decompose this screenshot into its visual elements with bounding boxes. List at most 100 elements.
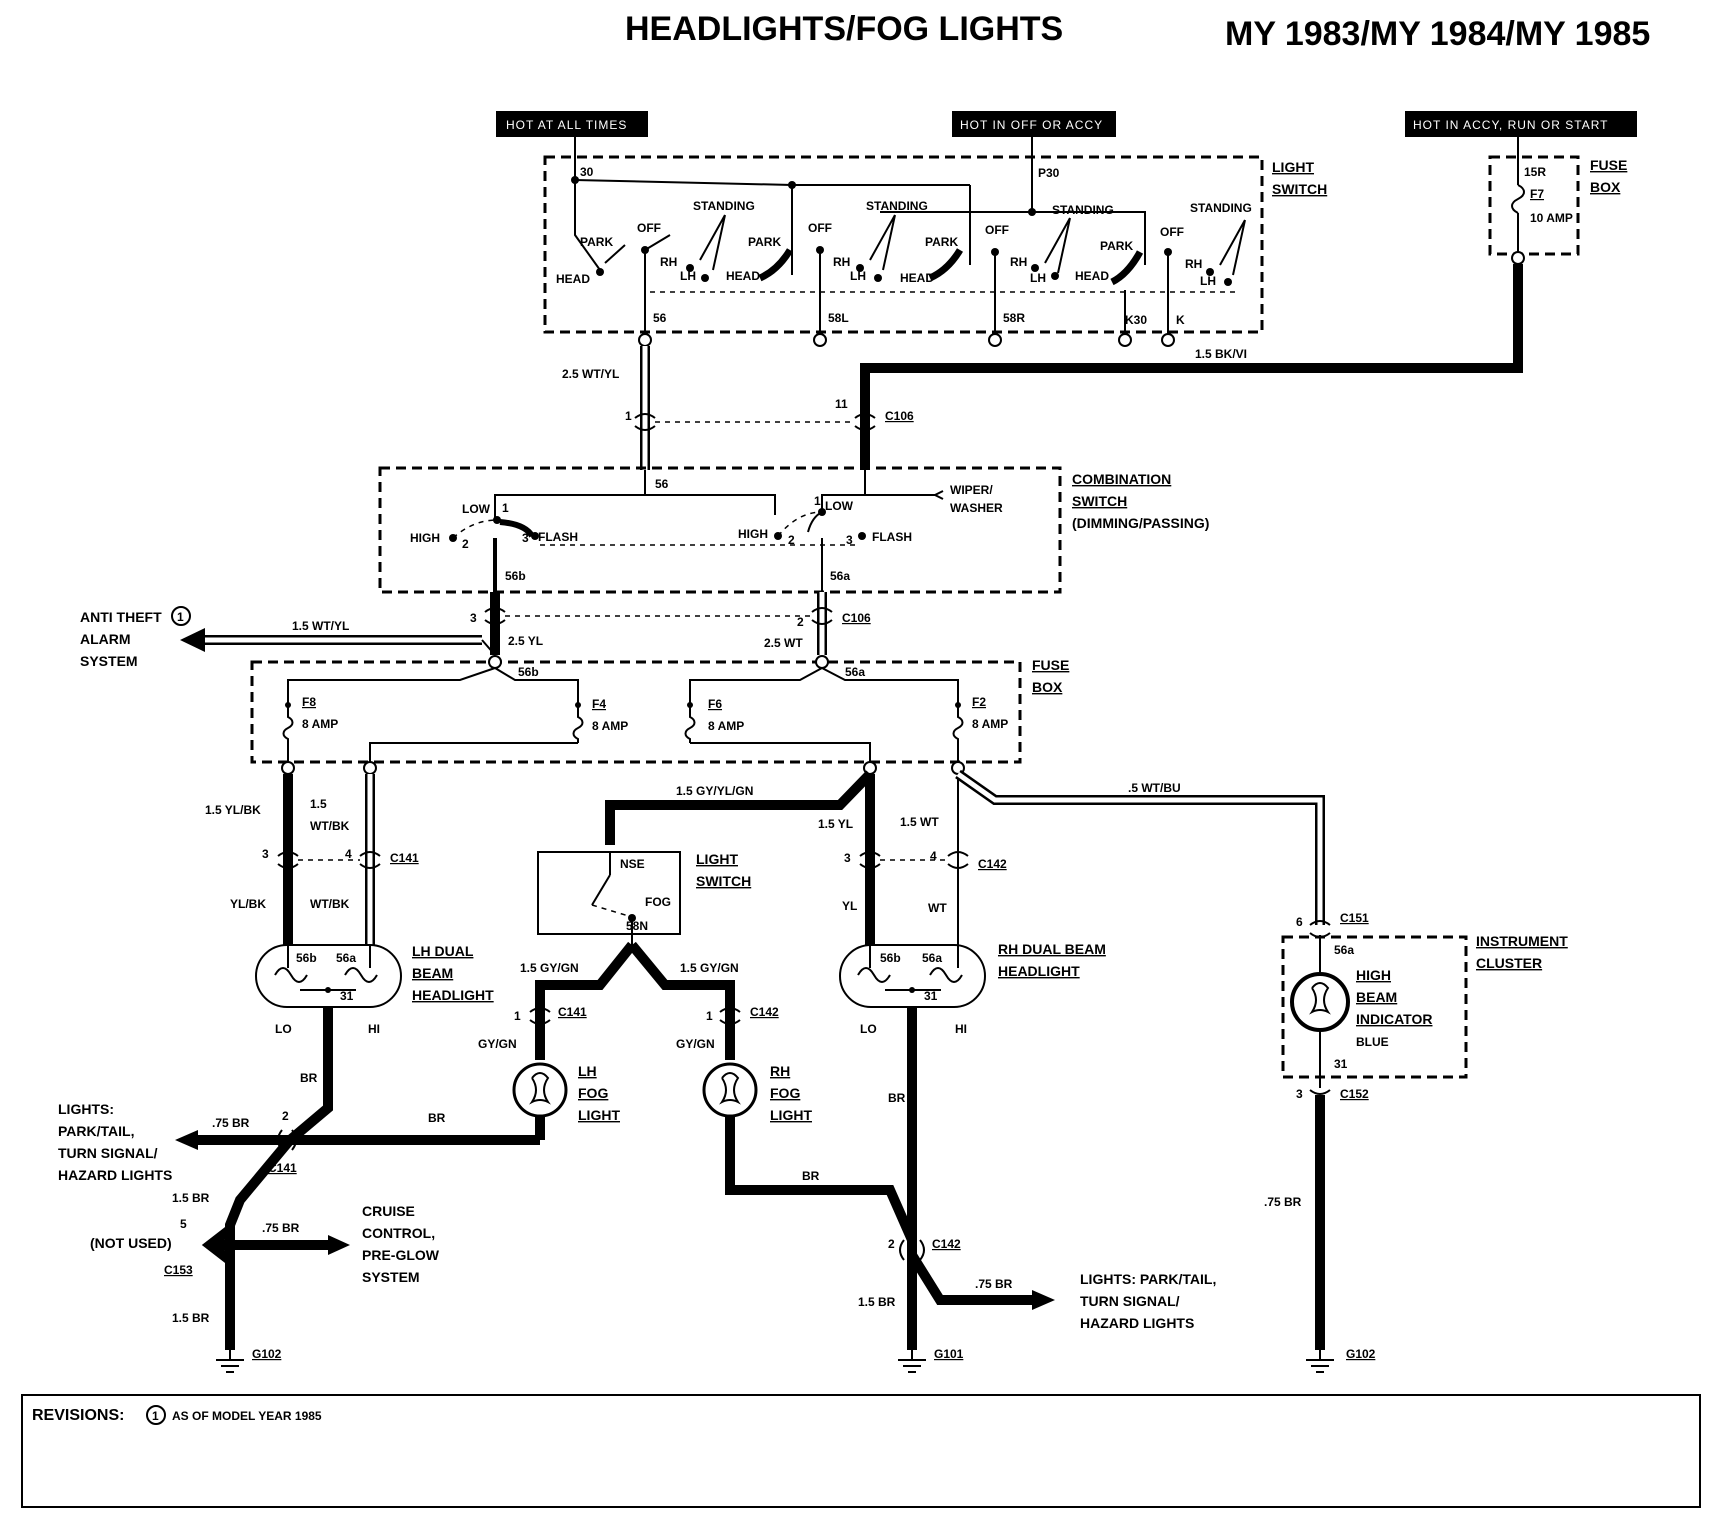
- fog-switch-label-1: LIGHT: [696, 851, 738, 867]
- lh-fog-label-1: LH: [578, 1063, 597, 1079]
- tag-hot-always: HOT AT ALL TIMES: [496, 111, 648, 137]
- sw2-off: OFF: [808, 221, 832, 235]
- sw3-park: PARK: [925, 235, 958, 249]
- sw2-standing: STANDING: [866, 199, 928, 213]
- ground-g102-left-icon: [216, 1350, 244, 1373]
- instrument-cluster-box: [1281, 935, 1468, 1079]
- revisions-marker-icon: [146, 1405, 166, 1425]
- sw1-park: PARK: [580, 235, 613, 249]
- fuse-f4: F4: [592, 697, 606, 711]
- fuse-box-top-label-2: BOX: [1590, 179, 1621, 195]
- combo-right-3: 3: [846, 533, 853, 547]
- wire-br-15-upper: 1.5 BR: [172, 1191, 210, 1205]
- combination-switch-label-3: (DIMMING/PASSING): [1072, 515, 1209, 531]
- wire-wt-bk-15-b: WT/BK: [310, 819, 350, 833]
- wire-br-lh: BR: [300, 1071, 318, 1085]
- c106-top-label: C106: [885, 409, 914, 423]
- cruise-label-3: PRE-GLOW: [362, 1247, 440, 1263]
- lh-fog-label-3: LIGHT: [578, 1107, 620, 1123]
- lh-terminal-31: 31: [340, 989, 354, 1003]
- terminal-15r: 15R: [1524, 165, 1546, 179]
- fuse-f2: F2: [972, 695, 986, 709]
- c142-lower-label: C142: [932, 1237, 961, 1251]
- fuse-f7-rating: 10 AMP: [1530, 211, 1573, 225]
- c141-top-pin-4: 4: [345, 847, 352, 861]
- high-beam-label-3: INDICATOR: [1356, 1011, 1432, 1027]
- wiper-label-2: WASHER: [950, 501, 1003, 515]
- fuse-f4-rating: 8 AMP: [592, 719, 628, 733]
- wire-gy-yl-gn: 1.5 GY/YL/GN: [676, 784, 753, 798]
- sw4-rh: RH: [1185, 257, 1202, 271]
- terminal-56b-fuse: 56b: [518, 665, 539, 679]
- sw4-off: OFF: [1160, 225, 1184, 239]
- lh-lo: LO: [275, 1022, 292, 1036]
- wire-yl: YL: [842, 899, 857, 913]
- terminal-58n: 58N: [626, 919, 648, 933]
- not-used-label: (NOT USED): [90, 1235, 172, 1251]
- sw1-head: HEAD: [556, 272, 590, 286]
- fuse-box-main: [250, 660, 1022, 764]
- rh-fog-label-2: FOG: [770, 1085, 800, 1101]
- wire-wt-25: 2.5 WT: [764, 636, 803, 650]
- combo-left-flash: FLASH: [538, 530, 578, 544]
- c152-pin-3: 3: [1296, 1087, 1303, 1101]
- combo-left-2: 2: [462, 537, 469, 551]
- wire-br-mid: BR: [428, 1111, 446, 1125]
- terminal-58l: 58L: [828, 311, 849, 325]
- wire-yl-15: 1.5 YL: [818, 817, 853, 831]
- sw3-standing: STANDING: [1052, 203, 1114, 217]
- sw2-head: HEAD: [726, 269, 760, 283]
- combination-switch-label-1: COMBINATION: [1072, 471, 1171, 487]
- sw4-park: PARK: [1100, 239, 1133, 253]
- sw3-rh: RH: [1010, 255, 1027, 269]
- revisions-marker-num: 1: [152, 1409, 159, 1423]
- fog-fog: FOG: [645, 895, 671, 909]
- fuse-f7: F7: [1530, 187, 1544, 201]
- c142-fog-label: C142: [750, 1005, 779, 1019]
- terminal-56a-combo: 56a: [830, 569, 850, 583]
- c141-fog-pin-1: 1: [514, 1009, 521, 1023]
- lights-left-label-1: LIGHTS:: [58, 1101, 114, 1117]
- combo-left-3: 3: [522, 531, 529, 545]
- fuse-f8: F8: [302, 695, 316, 709]
- terminal-k30: K30: [1125, 313, 1147, 327]
- c153-pin-5: 5: [180, 1217, 187, 1231]
- fuse-box-main-label-1: FUSE: [1032, 657, 1069, 673]
- sw1-lh: LH: [680, 269, 696, 283]
- terminal-56-combo: 56: [655, 477, 669, 491]
- terminal-58r: 58R: [1003, 311, 1025, 325]
- wire-wt-bk-15-a: 1.5: [310, 797, 327, 811]
- wire-wt: WT: [928, 901, 947, 915]
- c153-label: C153: [164, 1263, 193, 1277]
- terminal-56b-combo: 56b: [505, 569, 526, 583]
- ground-g101-icon: [898, 1350, 926, 1373]
- lh-headlight-label-2: BEAM: [412, 965, 453, 981]
- rh-fog-label-1: RH: [770, 1063, 790, 1079]
- c142-top-pin-4: 4: [930, 849, 937, 863]
- c141-top-pin-3: 3: [262, 847, 269, 861]
- rh-headlight-label-2: HEADLIGHT: [998, 963, 1080, 979]
- cluster-terminal-31: 31: [1334, 1057, 1348, 1071]
- lh-hi: HI: [368, 1022, 380, 1036]
- sw3-off: OFF: [985, 223, 1009, 237]
- tag-hot-accy-run: HOT IN ACCY, RUN OR START: [1405, 111, 1637, 137]
- c151-pin-6: 6: [1296, 915, 1303, 929]
- rh-fog-label-3: LIGHT: [770, 1107, 812, 1123]
- fuse-box-f7: [1488, 155, 1580, 256]
- svg-text:HOT IN ACCY, RUN OR START: HOT IN ACCY, RUN OR START: [1413, 118, 1608, 132]
- light-switch-label-1: LIGHT: [1272, 159, 1314, 175]
- tag-hot-off-accy: HOT IN OFF OR ACCY: [952, 111, 1116, 137]
- sw1-off: OFF: [637, 221, 661, 235]
- combo-right-low: LOW: [825, 499, 854, 513]
- combo-right-1: 1: [814, 494, 821, 508]
- fuse-f8-rating: 8 AMP: [302, 717, 338, 731]
- sw4-head: HEAD: [1075, 269, 1109, 283]
- wire-wt-yl-25: 2.5 WT/YL: [562, 367, 619, 381]
- lh-terminal-56a: 56a: [336, 951, 356, 965]
- fuse-f2-rating: 8 AMP: [972, 717, 1008, 731]
- c142-top-label: C142: [978, 857, 1007, 871]
- cruise-label-2: CONTROL,: [362, 1225, 435, 1241]
- wire-wt-bk: WT/BK: [310, 897, 350, 911]
- sw3-lh: LH: [1030, 271, 1046, 285]
